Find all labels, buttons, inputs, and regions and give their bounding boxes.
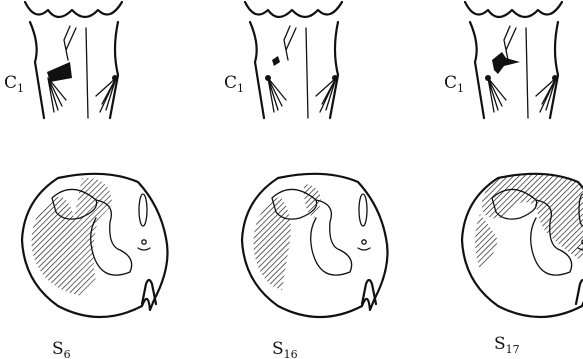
level-label-1: C1 (4, 73, 24, 95)
level-label-2: C1 (224, 73, 244, 95)
brainstem-drawing-1 (25, 2, 122, 118)
lesion-mark-1 (47, 62, 72, 82)
spinal-section-1 (22, 174, 168, 317)
spinal-section-2 (242, 174, 388, 317)
section-label-3: S17 (494, 334, 520, 356)
brainstem-drawing-2 (245, 2, 342, 118)
panel-1: C1 S6 (4, 2, 168, 359)
section-label-1: S6 (52, 339, 71, 359)
lesion-mark-3 (492, 52, 520, 74)
panel-2: C1 S16 (224, 2, 388, 359)
section-label-2: S16 (272, 339, 298, 359)
lesion-mark-2 (272, 56, 280, 66)
spinal-section-3 (462, 174, 583, 317)
brainstem-drawing-3 (465, 2, 562, 118)
panel-3: C1 S17 (444, 2, 583, 356)
level-label-3: C1 (444, 73, 464, 95)
